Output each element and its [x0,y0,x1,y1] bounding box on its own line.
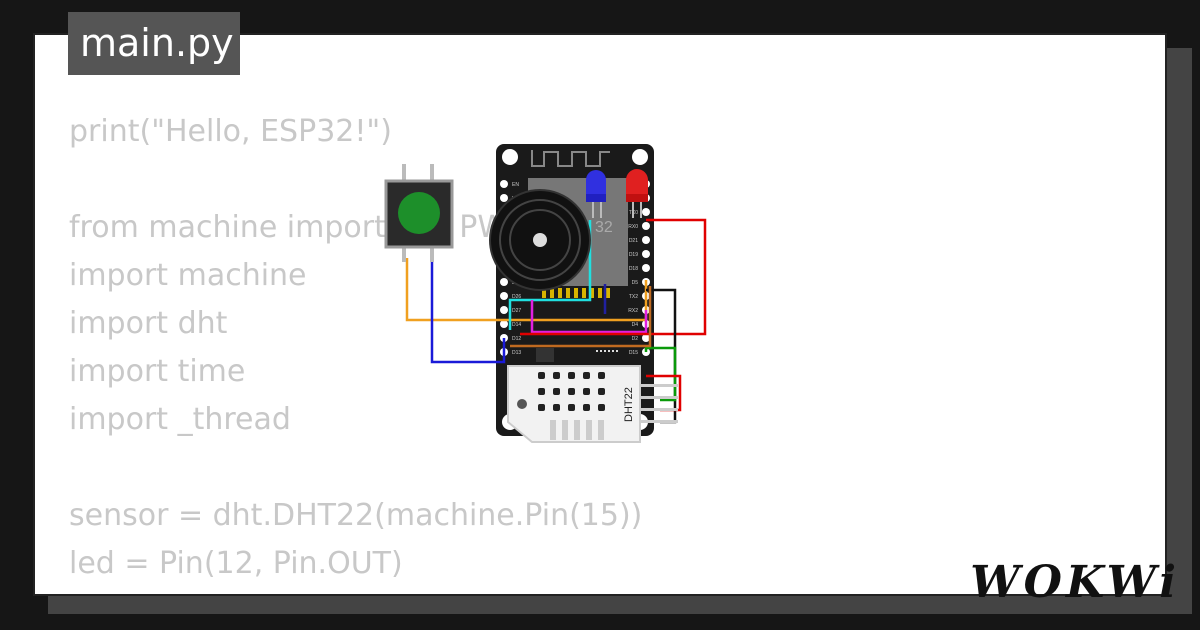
led-red [626,169,648,218]
wire-blue-button [430,258,506,364]
led-blue [586,170,606,218]
pin-label: D5 [632,280,639,286]
circuit-diagram: 32 ENVPVND34D35D32D33D25D26D27D14D12D13 … [384,144,707,443]
pin-label: EN [512,182,519,188]
pin-label: D18 [629,266,638,272]
code-line: import machine [69,258,307,293]
board-label: 32 [595,219,613,236]
wire-magenta [530,300,648,334]
pin-label: D13 [512,350,521,356]
wire-green [644,346,677,402]
wire-brown [510,286,652,348]
code-line: import time [69,354,246,389]
pin-label: D21 [629,238,638,244]
wire-orange-button [405,258,648,322]
dht22-sensor: DHT22 [507,365,678,443]
wokwi-logo: WOKWi [970,557,1180,608]
button-cap[interactable] [398,192,440,234]
code-line: print("Hello, ESP32!") [69,114,392,149]
pin-label: D19 [629,252,638,258]
wire-red-led [520,218,707,336]
pin-label: D12 [512,336,521,342]
code-line: led = Pin(12, Pin.OUT) [69,546,403,581]
push-button[interactable] [384,164,454,262]
pin-label: RX2 [628,308,638,314]
code-line: import _thread [69,402,291,437]
pin-label: D4 [632,322,639,328]
board-chip [536,348,554,362]
code-line: sensor = dht.DHT22(machine.Pin(15)) [69,498,643,533]
board-dots [596,350,618,352]
antenna-trace [531,150,610,167]
pin-label: D26 [512,294,521,300]
pin-label: RX0 [628,224,638,230]
pin-label: D15 [629,350,638,356]
pin-label: D14 [512,322,521,328]
sensor-label: DHT22 [623,387,635,422]
pin-label: D27 [512,308,521,314]
code-line: import dht [69,306,228,341]
pin-label: D2 [632,336,639,342]
wire-cyan-buzzer [508,220,592,330]
code-line: ledG = Pin(14, Pin.OUT) [69,588,642,594]
file-tab[interactable]: main.py [68,12,240,75]
buzzer [489,189,591,291]
module-pads [542,288,610,298]
file-tab-label: main.py [80,21,234,65]
pin-label: TX2 [629,294,638,300]
